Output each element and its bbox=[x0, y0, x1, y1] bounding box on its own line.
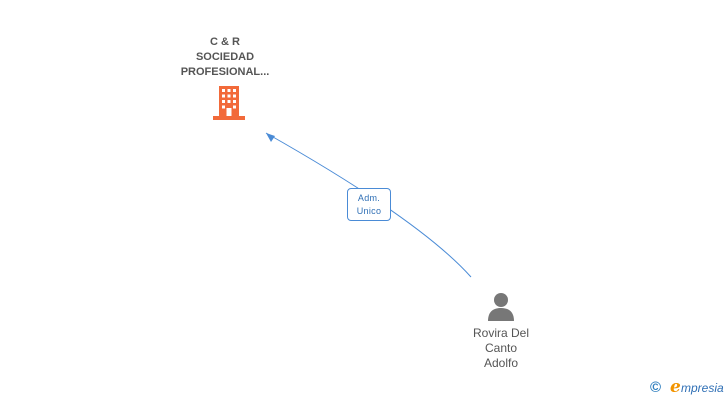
company-name[interactable]: C & R SOCIEDAD PROFESIONAL... bbox=[160, 35, 290, 80]
brand-initial: e bbox=[670, 377, 681, 397]
company-name-line: C & R bbox=[210, 36, 240, 48]
copyright-icon: © bbox=[650, 379, 662, 396]
brand-name: mpresia bbox=[681, 381, 724, 395]
relation-label[interactable]: Adm. Unico bbox=[347, 188, 391, 221]
person-name-line: Adolfo bbox=[483, 356, 519, 370]
arrow-head-icon bbox=[266, 133, 275, 142]
relation-label-line: Unico bbox=[356, 206, 382, 216]
company-name-line: PROFESIONAL... bbox=[180, 66, 270, 78]
company-name-line: SOCIEDAD bbox=[195, 51, 255, 63]
person-name[interactable]: Rovira Del Canto Adolfo bbox=[446, 326, 556, 371]
building-icon[interactable] bbox=[213, 84, 245, 120]
relation-label-line: Adm. bbox=[357, 193, 381, 203]
person-name-line: Canto bbox=[484, 341, 518, 355]
relation-line bbox=[265, 132, 472, 278]
person-icon[interactable] bbox=[486, 291, 516, 321]
person-name-line: Rovira Del bbox=[472, 326, 529, 340]
